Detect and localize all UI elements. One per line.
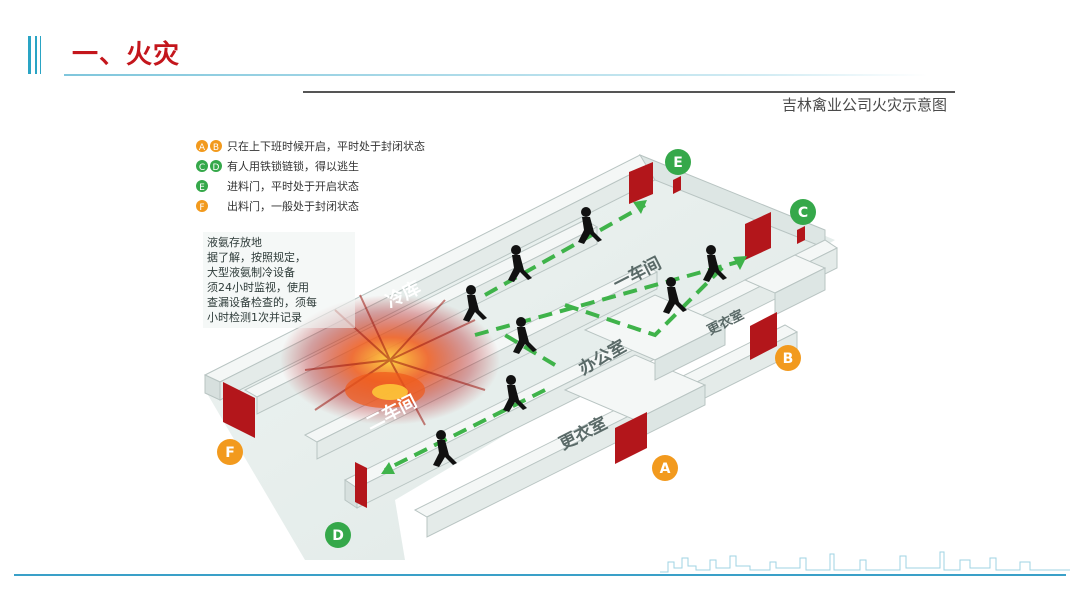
marker-B: B [775, 345, 801, 371]
legend-marker: A [199, 143, 206, 153]
fire-diagram: 吉林禽业公司火灾示意图 [185, 90, 955, 562]
title-accent-bar [40, 36, 41, 74]
ammonia-note: 液氨存放地 据了解，按照规定， 大型液氨制冷设备 须24小时监视，使用 查漏设备… [203, 232, 355, 328]
legend-text: 有人用铁锁链锁，得以逃生 [227, 159, 359, 173]
title-accent-bar [35, 36, 37, 74]
marker-label: D [332, 528, 344, 544]
marker-D: D [325, 522, 351, 548]
note-line: 小时检测1次并记录 [207, 310, 302, 324]
legend-item-E: E 进料门，平时处于开启状态 [196, 179, 359, 193]
legend-marker: E [199, 183, 205, 193]
marker-label: E [673, 155, 683, 171]
legend-text: 进料门，平时处于开启状态 [227, 179, 359, 193]
legend-marker: C [199, 163, 205, 173]
city-skyline-decoration [660, 548, 1070, 574]
marker-A: A [652, 455, 678, 481]
diagram-caption: 吉林禽业公司火灾示意图 [782, 96, 947, 114]
note-line: 查漏设备检查的，须每 [207, 295, 317, 309]
title-underline [64, 74, 928, 76]
legend-text: 出料门，一般处于封闭状态 [227, 199, 359, 213]
marker-E: E [665, 149, 691, 175]
legend: A B 只在上下班时候开启，平时处于封闭状态 C D 有人用铁锁链锁，得以逃生 … [196, 139, 425, 213]
marker-C: C [790, 199, 816, 225]
legend-item-CD: C D 有人用铁锁链锁，得以逃生 [196, 159, 359, 173]
marker-F: F [217, 439, 243, 465]
marker-label: F [225, 445, 235, 461]
note-line: 大型液氨制冷设备 [207, 265, 295, 279]
door-D [355, 462, 367, 508]
legend-marker: B [213, 143, 219, 153]
legend-marker: D [213, 163, 220, 173]
note-line: 须24小时监视，使用 [207, 280, 309, 294]
slide-title: 一、火灾 [72, 34, 180, 71]
note-line: 据了解，按照规定， [207, 250, 306, 264]
legend-marker: F [199, 203, 204, 213]
title-accent-bar [28, 36, 31, 74]
legend-item-AB: A B 只在上下班时候开启，平时处于封闭状态 [196, 139, 425, 153]
marker-label: B [783, 351, 794, 367]
note-line: 液氨存放地 [207, 235, 262, 249]
marker-label: C [798, 205, 808, 221]
legend-item-F: F 出料门，一般处于封闭状态 [196, 199, 359, 213]
marker-label: A [660, 461, 671, 477]
footer-rule [14, 574, 1066, 576]
slide-header: 一、火灾 [28, 32, 908, 76]
legend-text: 只在上下班时候开启，平时处于封闭状态 [227, 139, 425, 153]
